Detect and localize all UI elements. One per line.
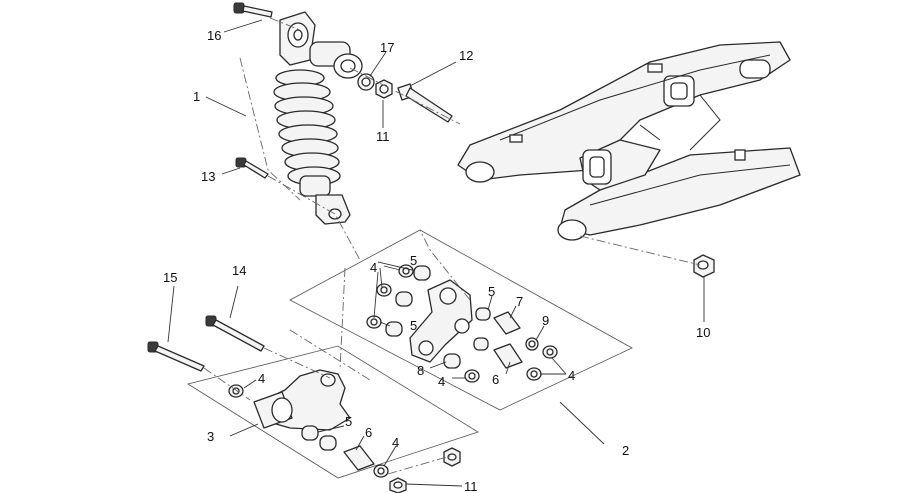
callout-7: 7 (516, 294, 523, 309)
callout-11-upper: 11 (376, 129, 390, 144)
callout-17: 17 (380, 40, 394, 55)
callout-10: 10 (696, 325, 710, 340)
rocker-bushings (228, 384, 389, 478)
callout-6-rocker: 6 (365, 425, 372, 440)
swingarm-frame (457, 41, 801, 241)
callout-2: 2 (622, 443, 629, 458)
callout-11-lower: 11 (464, 479, 478, 493)
callout-5-rocker: 5 (345, 414, 352, 429)
callout-5-link-mid: 5 (410, 318, 417, 333)
callout-14: 14 (232, 263, 246, 278)
callout-4-link-right: 4 (568, 368, 575, 383)
callout-13: 13 (201, 169, 215, 184)
callout-8: 8 (417, 363, 424, 378)
rocker-arm (253, 369, 351, 431)
linkage-assembly-outline (289, 229, 633, 411)
callout-5-link-top: 5 (410, 253, 417, 268)
nut-11-lower (389, 447, 461, 493)
assembly-axes (203, 17, 701, 475)
callout-4-rocker-right: 4 (392, 435, 399, 450)
callout-4-rocker-left: 4 (258, 371, 265, 386)
pin-12 (397, 83, 453, 123)
callout-5-link-right: 5 (488, 284, 495, 299)
bolt-15 (147, 341, 205, 372)
bolt-14 (205, 315, 265, 352)
bolt-16 (233, 2, 273, 18)
callout-15: 15 (163, 270, 177, 285)
linkage-left-bushings (366, 264, 480, 383)
callout-1: 1 (193, 89, 200, 104)
callout-6-link: 6 (492, 372, 499, 387)
callout-3: 3 (207, 429, 214, 444)
callout-9: 9 (542, 313, 549, 328)
linkage-right-bushings (473, 307, 558, 381)
nut-10 (693, 254, 715, 278)
leader-lines (167, 19, 705, 487)
callout-16: 16 (207, 28, 221, 43)
shock-absorber (273, 11, 363, 225)
callout-12: 12 (459, 48, 473, 63)
link-rod (409, 279, 473, 363)
callout-4-link-top: 4 (370, 260, 377, 275)
bolt-13 (235, 157, 269, 179)
rocker-assembly-outline (186, 345, 479, 479)
callout-4-link-bottom: 4 (438, 374, 445, 389)
nut-11-upper (375, 79, 393, 99)
callout-labels: 1 16 17 11 12 13 10 4 5 5 5 7 9 8 4 6 4 … (163, 28, 710, 493)
